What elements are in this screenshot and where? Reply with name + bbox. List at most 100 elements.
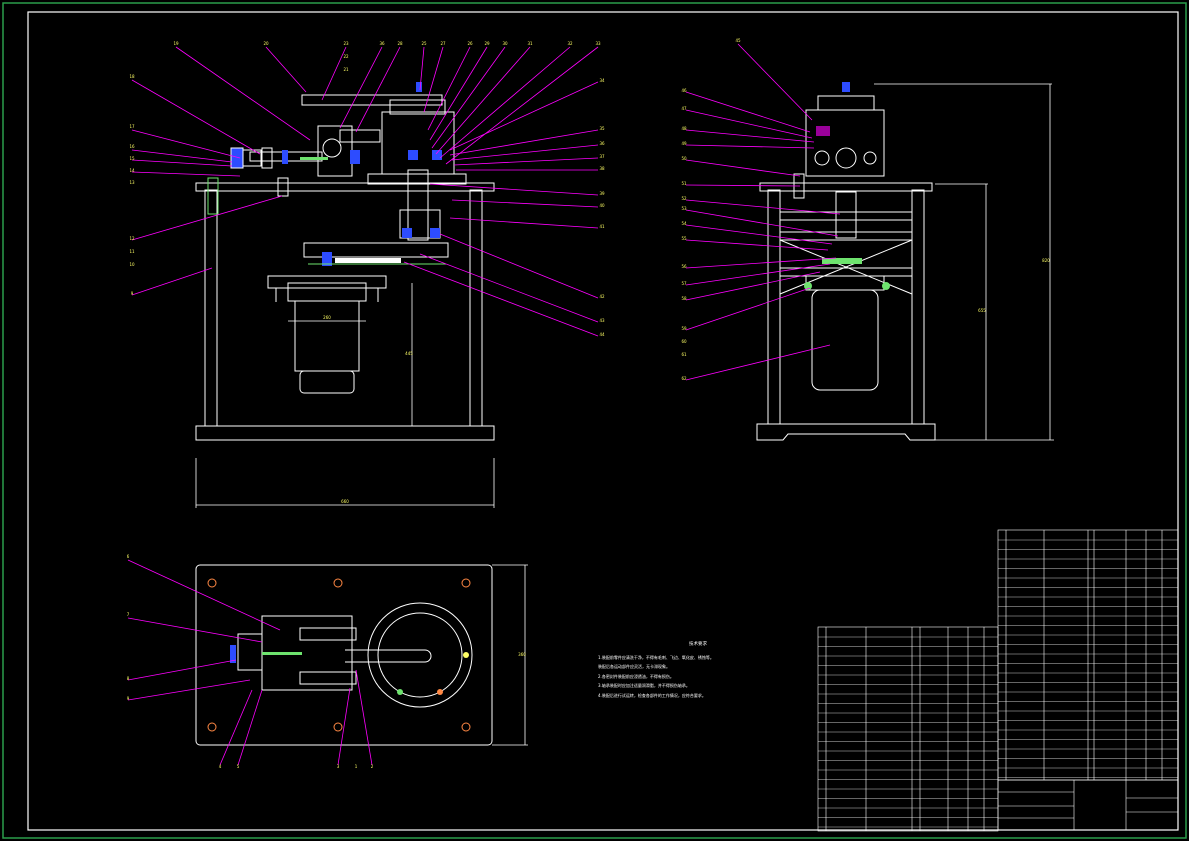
leader-number: 13 (129, 180, 135, 185)
leader-number: 52 (681, 196, 687, 201)
leader-number: 18 (129, 74, 135, 79)
leader-number: 41 (599, 224, 605, 229)
leader-number: 29 (484, 41, 490, 46)
front-view (195, 94, 495, 441)
plan-view-leaders (127, 559, 373, 766)
side-height-dim-inner: 655 (978, 308, 986, 313)
leader-number: 23 (343, 41, 349, 46)
technical-notes: 技术要求 1.装配前零件应清洗干净，不得有毛刺、飞边、氧化皮、锈蚀等。 装配后各… (598, 640, 798, 700)
leader-number: 27 (440, 41, 446, 46)
side-base (756, 423, 936, 441)
leader-number: 12 (129, 236, 135, 241)
leader-number: 58 (681, 296, 687, 301)
leader-number: 53 (681, 206, 687, 211)
leader-number: 32 (567, 41, 573, 46)
leader-number: 61 (681, 352, 687, 357)
table-row-lines (818, 539, 1178, 828)
sheet-inner-border (27, 11, 1179, 831)
technical-note-line: 3.轴承装配时应加注适量润滑脂，并不得损伤轴承。 (598, 683, 690, 688)
leader-number: 38 (599, 166, 605, 171)
leader-number: 34 (599, 78, 605, 83)
leader-number: 51 (681, 181, 687, 186)
leader-number: 22 (343, 54, 349, 59)
side-view-dimensions (874, 83, 1054, 441)
front-motor-body (294, 300, 360, 372)
leader-number: 42 (599, 294, 605, 299)
leader-number: 16 (129, 144, 135, 149)
front-gear-bracket (303, 242, 449, 258)
leader-number: 37 (599, 154, 605, 159)
front-base-plate (195, 425, 495, 441)
technical-note-line: 4.装配后进行试运转，检查各部件的工作情况，应符合要求。 (598, 692, 706, 698)
leader-number: 33 (595, 41, 601, 46)
leader-number: 36 (379, 41, 385, 46)
front-right-leg (469, 189, 483, 427)
leader-number: 54 (681, 221, 687, 226)
leader-number: 55 (681, 236, 687, 241)
front-table-top (195, 182, 495, 192)
technical-note-line: 装配后各运动部件应灵活，无卡滞现象。 (598, 664, 670, 669)
leader-number: 14 (129, 168, 135, 173)
leader-number: 28 (397, 41, 403, 46)
leader-number: 47 (681, 106, 687, 111)
plan-view-highlights (207, 578, 471, 732)
technical-note-line: 2.各密封件装配前应浸透油，不得有损伤。 (598, 673, 674, 679)
leader-number: 3 (337, 764, 340, 769)
leader-number: 4 (219, 764, 222, 769)
leader-number: 2 (371, 764, 374, 769)
leader-number: 56 (681, 264, 687, 269)
leader-number: 6 (127, 554, 130, 559)
leader-number: 9 (131, 291, 134, 296)
leader-number: 46 (681, 88, 687, 93)
leader-number: 7 (127, 612, 130, 617)
leader-number: 36 (599, 141, 605, 146)
leader-number: 31 (527, 41, 533, 46)
front-view-leaders (131, 46, 599, 337)
front-left-leg (204, 189, 218, 427)
front-vertical-shaft (407, 169, 429, 241)
leader-number: 15 (129, 156, 135, 161)
front-motor-width-dim: 260 (323, 315, 331, 320)
leader-number: 50 (681, 156, 687, 161)
front-height-dim: 445 (405, 351, 413, 356)
leader-number: 1 (355, 764, 358, 769)
front-overall-width-dim: 660 (341, 499, 349, 504)
leader-number: 30 (502, 41, 508, 46)
leader-number: 25 (421, 41, 427, 46)
leader-number: 60 (681, 339, 687, 344)
side-height-dim-outer: 820 (1042, 258, 1050, 263)
leader-number: 17 (129, 124, 135, 129)
leader-number: 39 (599, 191, 605, 196)
leader-number: 40 (599, 203, 605, 208)
front-motor-flange (287, 282, 367, 302)
side-right-leg (911, 189, 925, 425)
leader-number: 10 (129, 262, 135, 267)
side-view-leaders (685, 43, 841, 381)
plan-view-dimensions (492, 564, 528, 746)
leader-number: 44 (599, 332, 605, 337)
leader-number: 19 (173, 41, 179, 46)
side-gearbox (805, 109, 885, 177)
title-block (997, 779, 1179, 831)
front-view-highlights (282, 82, 446, 266)
leader-number: 59 (681, 326, 687, 331)
technical-note-line: 1.装配前零件应清洗干净，不得有毛刺、飞边、氧化皮、锈蚀等。 (598, 654, 714, 660)
leader-number: 8 (127, 676, 130, 681)
parts-list-right (997, 529, 1179, 781)
leader-number: 45 (735, 38, 741, 43)
side-table-top (759, 182, 933, 192)
side-view-highlights (804, 82, 890, 290)
leader-number: 57 (681, 281, 687, 286)
leader-number: 49 (681, 141, 687, 146)
leader-number: 9 (127, 696, 130, 701)
side-left-leg (767, 189, 781, 425)
parts-list-left (817, 626, 999, 832)
leader-number: 62 (681, 376, 687, 381)
plan-depth-dim: 360 (518, 652, 526, 657)
side-view (756, 95, 936, 441)
leader-number: 26 (467, 41, 473, 46)
plan-view (195, 564, 493, 746)
